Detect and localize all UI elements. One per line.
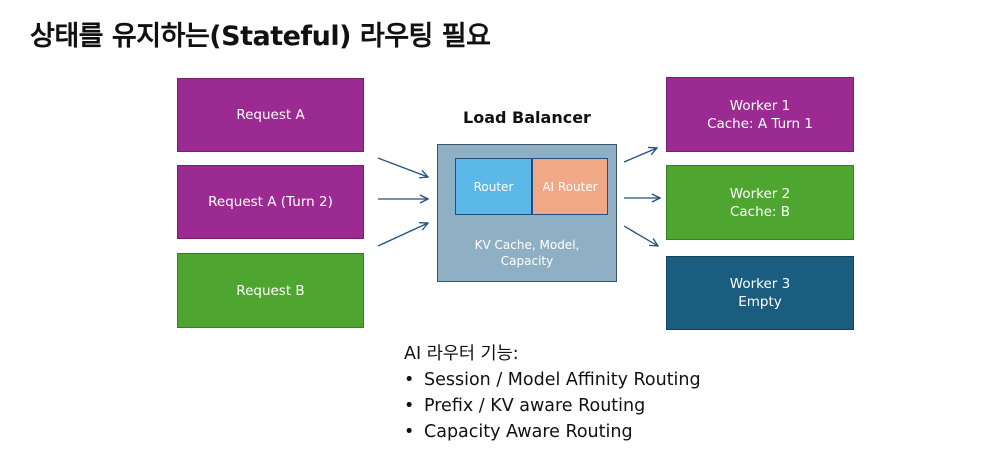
feature-item: Prefix / KV aware Routing [404,393,701,419]
worker-2-name: Worker 2 [729,185,791,202]
worker-1-box: Worker 1 Cache: A Turn 1 [666,77,854,152]
request-a-box: Request A [177,78,364,152]
worker-1-cache: Cache: A Turn 1 [707,115,813,132]
request-a-turn2-box: Request A (Turn 2) [177,165,364,239]
worker-3-box: Worker 3 Empty [666,256,854,330]
features-heading: AI 라우터 기능: [404,344,519,364]
worker-1-name: Worker 1 [729,97,791,114]
arrow-request-b-to-lb [377,223,428,247]
arrow-lb-to-worker-3 [623,225,658,246]
features-list: Session / Model Affinity Routing Prefix … [404,367,701,445]
request-a-turn2-label: Request A (Turn 2) [208,194,333,210]
request-a-label: Request A [236,107,305,123]
feature-item: Session / Model Affinity Routing [404,367,701,393]
request-b-box: Request B [177,253,364,328]
worker-3-name: Worker 3 [729,276,791,292]
ai-router-box: AI Router [532,158,608,215]
worker-2-cache: Cache: B [729,203,791,220]
ai-router-label: AI Router [542,179,598,194]
router-label: Router [473,179,514,194]
feature-item: Capacity Aware Routing [404,419,701,445]
request-b-label: Request B [236,282,305,299]
load-balancer-detail-line2: Capacity [500,254,554,268]
worker-2-box: Worker 2 Cache: B [666,165,854,240]
load-balancer-title: Load Balancer [463,108,591,127]
arrow-lb-to-worker-1 [623,148,657,163]
ai-router-features: AI 라우터 기능: Session / Model Affinity Rout… [404,341,701,445]
worker-3-cache: Empty [738,294,782,310]
load-balancer-detail: KV Cache, Model, Capacity [437,237,617,269]
arrow-request-a-to-lb [377,157,428,177]
load-balancer-detail-line1: KV Cache, Model, [474,238,580,252]
slide-title: 상태를 유지하는(Stateful) 라우팅 필요 [30,21,491,52]
router-box: Router [455,158,532,215]
